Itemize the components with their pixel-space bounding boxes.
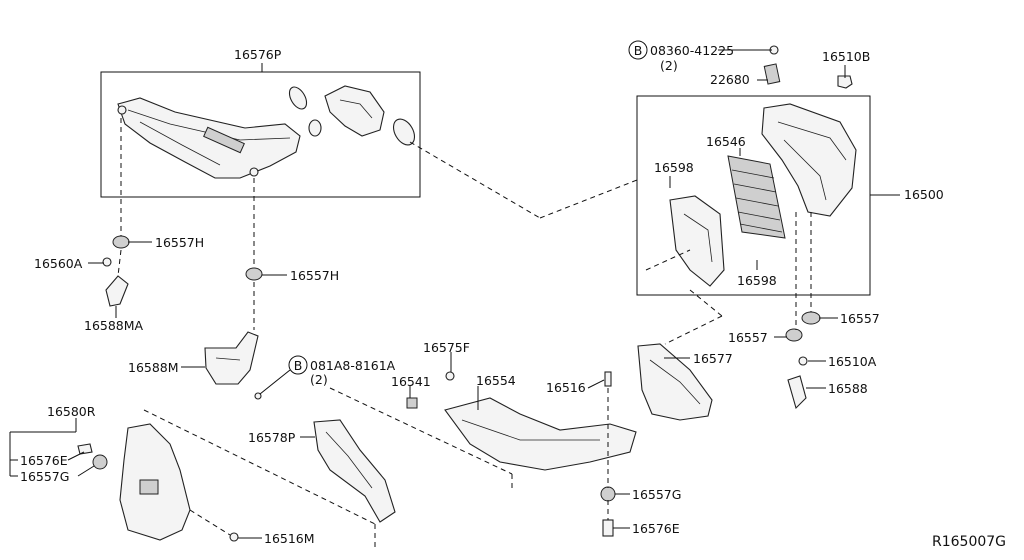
label-16560A: 16560A: [34, 256, 83, 271]
label-16546: 16546: [706, 134, 746, 149]
guide-16578P-part: [313, 419, 396, 523]
label-16576P: 16576P: [234, 47, 282, 62]
diagram-code: R165007G: [932, 534, 1006, 550]
right-fasteners: [785, 75, 853, 410]
label-081A8-qty: (2): [310, 372, 328, 387]
label-16510B: 16510B: [822, 49, 870, 64]
label-16557G-right: 16557G: [632, 487, 681, 502]
label-22680: 22680: [710, 72, 750, 87]
bolt-symbol-081A8: B: [288, 355, 308, 375]
bolt-symbol-letter: B: [294, 358, 303, 373]
label-16576E-left: 16576E: [20, 453, 68, 468]
label-16557-left: 16557: [728, 330, 768, 345]
resonator-part: [117, 97, 301, 179]
label-16516M: 16516M: [264, 531, 315, 546]
label-16557-right: 16557: [840, 311, 880, 326]
label-16557G-left: 16557G: [20, 469, 69, 484]
bolt-symbol-letter: B: [634, 43, 643, 58]
label-16588: 16588: [828, 381, 868, 396]
guide-16577-part: [637, 343, 713, 421]
label-16598-lower: 16598: [737, 273, 777, 288]
label-16588MA: 16588MA: [84, 318, 144, 333]
assembly-lines: [117, 118, 812, 548]
label-16500: 16500: [904, 187, 944, 202]
label-16557H-lower: 16557H: [290, 268, 339, 283]
upper-resonator-group-box: [100, 71, 421, 198]
label-16598-upper: 16598: [654, 160, 694, 175]
label-16575F: 16575F: [423, 340, 470, 355]
label-16580R: 16580R: [47, 404, 96, 419]
label-16578P: 16578P: [248, 430, 296, 445]
label-16541: 16541: [391, 374, 431, 389]
label-08360-qty: (2): [660, 58, 678, 73]
leader-lines: [9, 49, 900, 539]
label-081A8-8161A: 081A8-8161A: [310, 358, 396, 373]
bracket-16588M-part: [204, 331, 259, 385]
label-16516: 16516: [546, 380, 586, 395]
label-08360-41225: 08360-41225: [650, 43, 734, 58]
label-16557H-upper: 16557H: [155, 235, 204, 250]
air-cleaner-body-part: [761, 45, 857, 217]
lower-duct-16580R-part: [77, 423, 239, 542]
intake-guide-part: [669, 195, 725, 287]
label-16554: 16554: [476, 373, 516, 388]
label-16577: 16577: [693, 351, 733, 366]
label-16588M: 16588M: [128, 360, 179, 375]
air-duct-part: [288, 85, 416, 146]
label-16510A: 16510A: [828, 354, 877, 369]
label-16576E-right: 16576E: [632, 521, 680, 536]
bolt-symbol-08360: B: [628, 40, 648, 60]
duct-16554-part: [406, 371, 637, 471]
filter-element-part: [727, 155, 786, 239]
part-labels: 16576P 08360-41225 (2) 16510B 22680 1654…: [20, 43, 1006, 550]
